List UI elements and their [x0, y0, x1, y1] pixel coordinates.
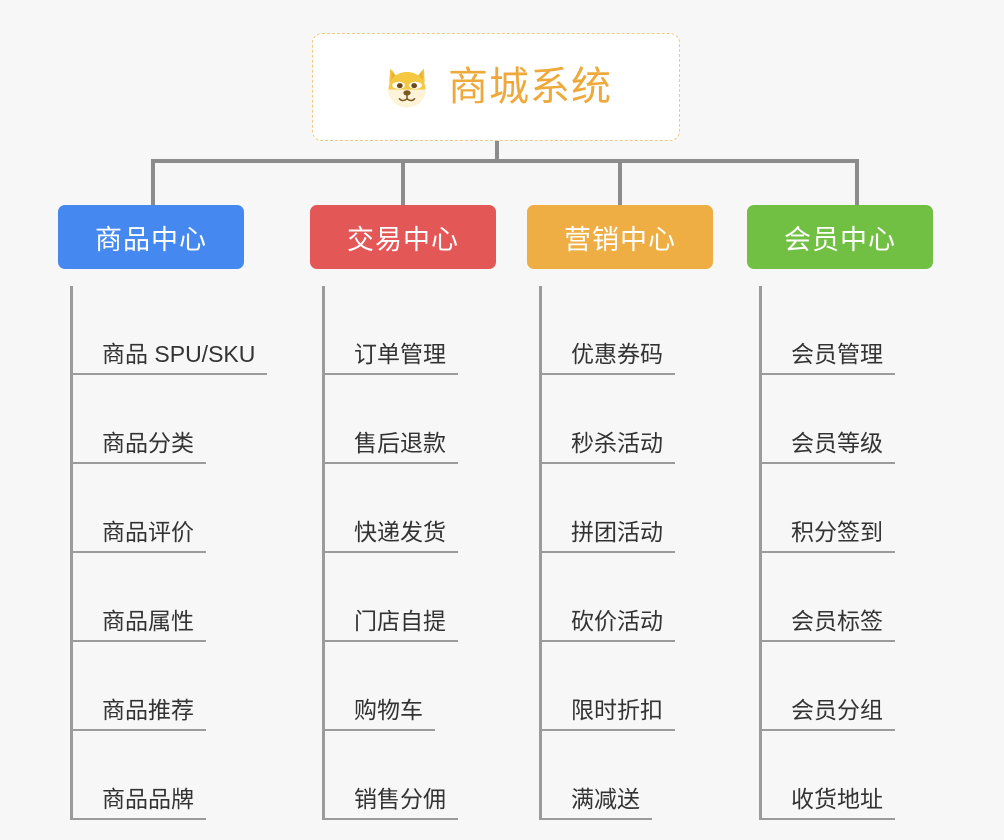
leaf-item[interactable]: 会员等级	[747, 375, 933, 464]
leaf-rule	[539, 373, 675, 375]
leaf-rule	[539, 818, 652, 820]
leaf-item[interactable]: 快递发货	[310, 464, 496, 553]
leaf-label: 商品评价	[102, 519, 194, 545]
leaf-item[interactable]: 订单管理	[310, 286, 496, 375]
leaf-label: 拼团活动	[571, 519, 663, 545]
leaf-item[interactable]: 门店自提	[310, 553, 496, 642]
leaf-rule	[759, 551, 895, 553]
leaf-rule	[70, 729, 206, 731]
leaf-rule	[759, 462, 895, 464]
leaf-label: 会员标签	[791, 608, 883, 634]
leaf-label: 商品属性	[102, 608, 194, 634]
leaf-label: 秒杀活动	[571, 430, 663, 456]
leaf-rule	[322, 462, 458, 464]
leaf-label: 会员分组	[791, 697, 883, 723]
leaf-label: 会员等级	[791, 430, 883, 456]
leaf-label: 限时折扣	[571, 697, 663, 723]
leaf-rule	[70, 551, 206, 553]
leaf-rule	[539, 551, 675, 553]
root-node[interactable]: 商城系统	[312, 33, 680, 141]
branch-header-3[interactable]: 营销中心	[527, 205, 713, 269]
leaf-label: 优惠券码	[571, 341, 663, 367]
connector-drop-1	[151, 159, 155, 205]
leaf-label: 砍价活动	[571, 608, 663, 634]
leaf-label: 会员管理	[791, 341, 883, 367]
leaf-rule	[70, 640, 206, 642]
branch-spine-3	[539, 286, 542, 820]
leaf-rule	[759, 818, 895, 820]
leaf-label: 收货地址	[791, 786, 883, 812]
branch-items-1: 商品 SPU/SKU 商品分类 商品评价 商品属性 商品推荐 商品品牌	[58, 286, 267, 820]
connector-drop-4	[855, 159, 859, 205]
leaf-item[interactable]: 销售分佣	[310, 731, 496, 820]
leaf-item[interactable]: 限时折扣	[527, 642, 713, 731]
leaf-item[interactable]: 拼团活动	[527, 464, 713, 553]
branch-column-1: 商品中心 商品 SPU/SKU 商品分类 商品评价 商品属性 商品推荐	[58, 205, 267, 820]
leaf-label: 销售分佣	[354, 786, 446, 812]
leaf-item[interactable]: 商品评价	[58, 464, 244, 553]
leaf-item[interactable]: 砍价活动	[527, 553, 713, 642]
branch-items-3: 优惠券码 秒杀活动 拼团活动 砍价活动 限时折扣 满减送	[527, 286, 713, 820]
leaf-rule	[759, 640, 895, 642]
leaf-rule	[322, 729, 435, 731]
branch-column-4: 会员中心 会员管理 会员等级 积分签到 会员标签 会员分组	[747, 205, 933, 820]
leaf-rule	[70, 373, 267, 375]
leaf-label: 订单管理	[354, 341, 446, 367]
leaf-label: 快递发货	[354, 519, 446, 545]
leaf-item[interactable]: 优惠券码	[527, 286, 713, 375]
leaf-item[interactable]: 购物车	[310, 642, 496, 731]
leaf-rule	[70, 818, 206, 820]
branch-items-2: 订单管理 售后退款 快递发货 门店自提 购物车 销售分佣	[310, 286, 496, 820]
leaf-rule	[322, 551, 458, 553]
branch-spine-4	[759, 286, 762, 820]
leaf-item[interactable]: 会员分组	[747, 642, 933, 731]
connector-horizontal-bus	[151, 159, 859, 163]
leaf-rule	[539, 729, 675, 731]
branch-spine-2	[322, 286, 325, 820]
leaf-item[interactable]: 秒杀活动	[527, 375, 713, 464]
leaf-item[interactable]: 商品品牌	[58, 731, 244, 820]
branch-spine-1	[70, 286, 73, 820]
branch-header-2[interactable]: 交易中心	[310, 205, 496, 269]
leaf-label: 商品品牌	[102, 786, 194, 812]
leaf-item[interactable]: 商品分类	[58, 375, 244, 464]
leaf-rule	[759, 729, 895, 731]
leaf-label: 满减送	[571, 786, 640, 812]
branch-column-2: 交易中心 订单管理 售后退款 快递发货 门店自提 购物车	[310, 205, 496, 820]
leaf-label: 积分签到	[791, 519, 883, 545]
leaf-label: 门店自提	[354, 608, 446, 634]
branch-header-1[interactable]: 商品中心	[58, 205, 244, 269]
leaf-rule	[759, 373, 895, 375]
leaf-rule	[322, 373, 458, 375]
leaf-label: 售后退款	[354, 430, 446, 456]
connector-drop-2	[401, 159, 405, 205]
branch-header-4[interactable]: 会员中心	[747, 205, 933, 269]
leaf-item[interactable]: 会员标签	[747, 553, 933, 642]
branch-column-3: 营销中心 优惠券码 秒杀活动 拼团活动 砍价活动 限时折扣	[527, 205, 713, 820]
leaf-label: 商品分类	[102, 430, 194, 456]
leaf-rule	[539, 462, 675, 464]
leaf-item[interactable]: 收货地址	[747, 731, 933, 820]
leaf-rule	[539, 640, 675, 642]
leaf-item[interactable]: 商品属性	[58, 553, 244, 642]
connector-root-drop	[495, 141, 499, 162]
leaf-item[interactable]: 积分签到	[747, 464, 933, 553]
leaf-item[interactable]: 会员管理	[747, 286, 933, 375]
leaf-rule	[322, 640, 458, 642]
leaf-item[interactable]: 满减送	[527, 731, 713, 820]
leaf-rule	[322, 818, 458, 820]
leaf-item[interactable]: 售后退款	[310, 375, 496, 464]
leaf-rule	[70, 462, 206, 464]
leaf-label: 购物车	[354, 697, 423, 723]
leaf-item[interactable]: 商品推荐	[58, 642, 244, 731]
leaf-label: 商品推荐	[102, 697, 194, 723]
root-title: 商城系统	[448, 65, 612, 109]
leaf-label: 商品 SPU/SKU	[102, 341, 256, 367]
connector-drop-3	[618, 159, 622, 205]
branch-items-4: 会员管理 会员等级 积分签到 会员标签 会员分组 收货地址	[747, 286, 933, 820]
leaf-item[interactable]: 商品 SPU/SKU	[58, 286, 267, 375]
shiba-dog-icon	[380, 60, 434, 114]
